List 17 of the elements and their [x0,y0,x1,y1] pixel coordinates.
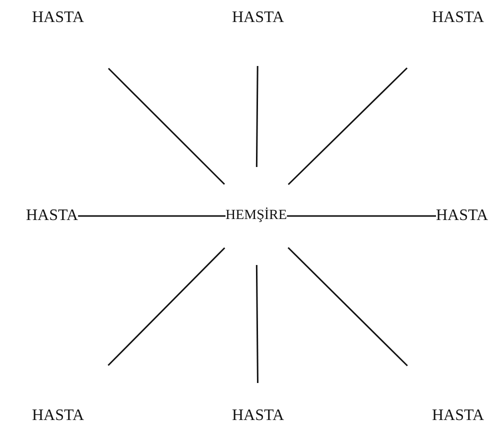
connector-line [288,247,408,366]
node-label: HASTA [32,10,84,26]
node-label: HASTA [32,408,84,424]
connector-line [256,265,258,383]
connector-line [286,215,436,217]
connector-line [288,67,408,186]
node-label: HASTA [432,10,484,26]
node-label: HEMŞİRE [226,209,287,223]
connector-line [108,68,225,185]
connector-line [108,247,226,366]
node-label: HASTA [26,208,78,224]
connector-line [78,215,226,217]
node-label: HASTA [432,408,484,424]
node-label: HASTA [232,408,284,424]
connector-line [256,66,258,167]
node-label: HASTA [232,10,284,26]
node-label: HASTA [436,208,488,224]
